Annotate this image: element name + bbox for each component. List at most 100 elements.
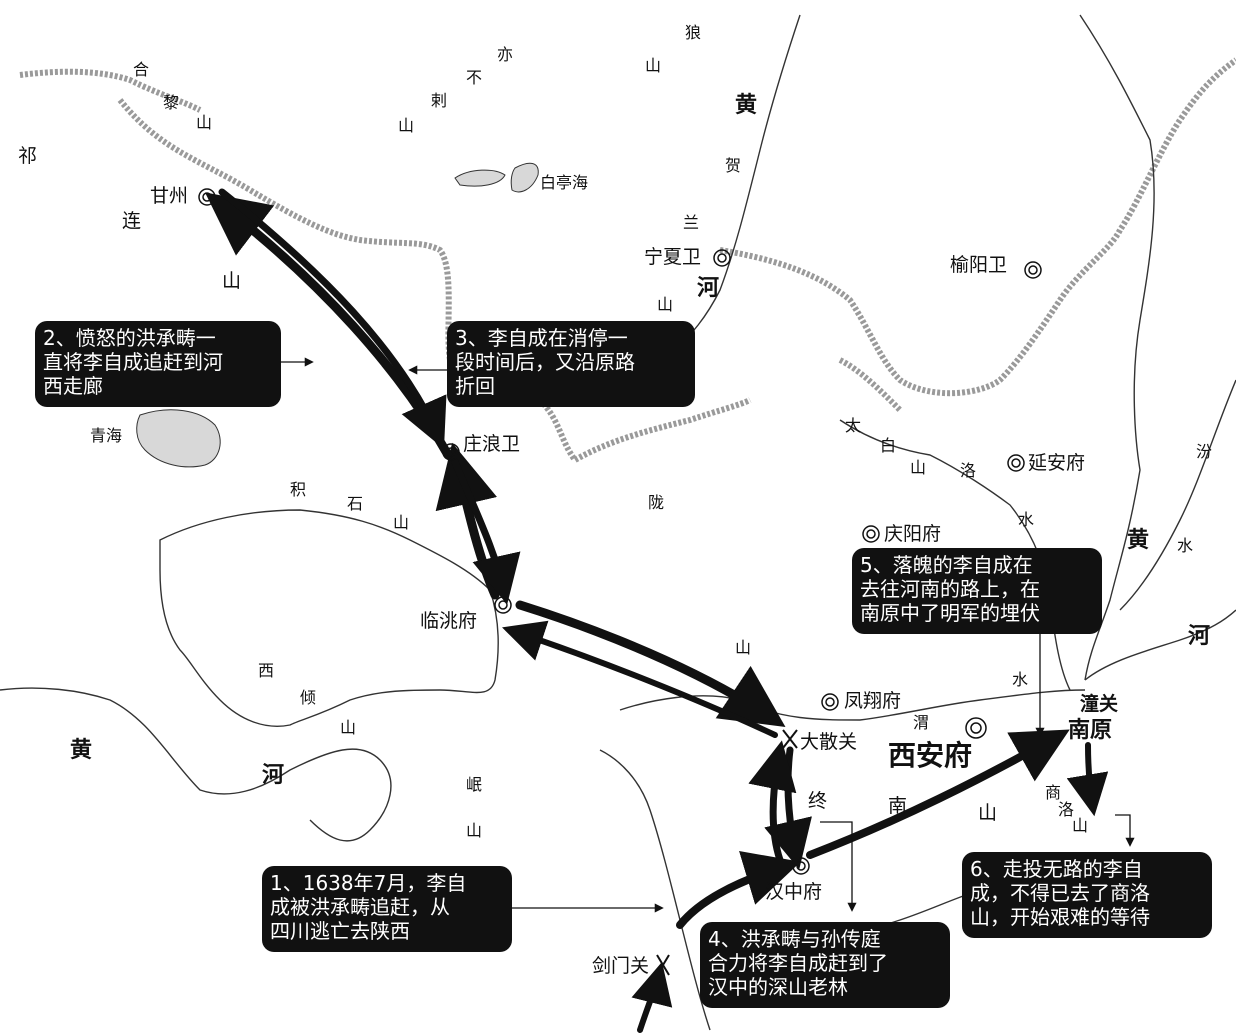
geo-label: 山: [466, 821, 483, 840]
great-wall: [19, 57, 1236, 464]
place-yuyangwei: 榆阳卫: [950, 254, 1008, 276]
note-line: 四川逃亡去陕西: [270, 919, 410, 943]
geo-label: 岷: [466, 775, 483, 794]
cross-pass-icon: [656, 954, 670, 976]
double-circle-icon: [713, 249, 731, 267]
note-3: 3、李自成在消停一 段时间后，又沿原路 折回: [447, 321, 695, 407]
lakes: [136, 162, 539, 468]
place-jianmenguan: 剑门关: [592, 955, 650, 977]
place-baitinghai: 白亭海: [540, 173, 589, 192]
place-qinghai: 青海: [90, 426, 123, 445]
geo-label: 倾: [300, 688, 317, 707]
rivers: [0, 14, 1236, 1031]
note-4: 4、洪承畴与孙传庭 合力将李自成赶到了 汉中的深山老林: [700, 922, 950, 1008]
note-line: 成被洪承畴追赶，从: [270, 895, 450, 919]
note-5: 5、落魄的李自成在 去往河南的路上，在 南原中了明军的埋伏: [852, 548, 1102, 634]
note-line: 折回: [455, 374, 495, 398]
geo-label: 山: [1072, 816, 1089, 835]
geo-label: 石: [347, 494, 364, 513]
double-circle-icon: [792, 857, 810, 875]
geo-label: 山: [340, 718, 357, 737]
place-dasanguan: 大散关: [800, 731, 858, 753]
geo-label: 洛: [960, 461, 977, 480]
note-line: 南原中了明军的埋伏: [860, 601, 1040, 625]
place-tongguan: 潼关: [1080, 693, 1119, 715]
note-line: 去往河南的路上，在: [860, 577, 1040, 601]
note-line: 西走廊: [43, 374, 103, 398]
note-line: 5、落魄的李自成在: [860, 553, 1033, 577]
note-line: 直将李自成追赶到河: [43, 350, 223, 374]
geo-label: 山: [735, 638, 752, 657]
note-line: 6、走投无路的李自: [970, 857, 1143, 881]
geo-label: 积: [290, 480, 307, 499]
double-circle-icon: [198, 188, 216, 206]
geo-label: 河: [1188, 624, 1211, 649]
geo-label: 黄: [70, 738, 93, 763]
note-1: 1、1638年7月，李自 成被洪承畴追赶，从 四川逃亡去陕西: [262, 866, 512, 952]
geo-label: 山: [978, 802, 998, 824]
geo-label: 汾: [1196, 442, 1213, 461]
geo-label: 白: [880, 436, 897, 455]
double-circle-icon: [1024, 261, 1042, 279]
place-zhuanglangwei: 庄浪卫: [463, 433, 521, 455]
note-line: 汉中的深山老林: [708, 975, 848, 999]
geo-label: 山: [196, 113, 213, 132]
geo-label: 山: [393, 513, 410, 532]
geo-label: 太: [845, 416, 862, 435]
double-circle-icon: [494, 596, 512, 614]
note-line: 段时间后，又沿原路: [455, 350, 635, 374]
geo-label: 河: [262, 763, 285, 788]
note-line: 山，开始艰难的等待: [970, 905, 1150, 929]
geo-label: 合: [133, 60, 150, 79]
geo-label: 终: [808, 790, 828, 812]
note-line: 1、1638年7月，李自: [270, 871, 467, 895]
geo-label: 山: [657, 295, 674, 314]
cross-pass-icon: [782, 729, 798, 749]
geo-label: 山: [222, 270, 242, 292]
leader-lines: [280, 357, 1135, 913]
place-lintaofu: 临洮府: [420, 610, 478, 632]
place-xianfu: 西安府: [888, 739, 973, 772]
geo-label: 水: [1018, 510, 1035, 529]
geo-label: 连: [122, 210, 142, 232]
note-line: 成，不得已去了商洛: [970, 881, 1150, 905]
geo-label: 不: [466, 68, 483, 87]
geo-label: 贺: [725, 156, 742, 175]
geo-label: 洛: [1058, 800, 1075, 819]
place-qingyangfu: 庆阳府: [884, 523, 942, 545]
geo-label: 水: [1177, 536, 1194, 555]
routes: [204, 188, 1109, 1033]
place-yananfu: 延安府: [1028, 452, 1086, 474]
note-2: 2、愤怒的洪承畴一 直将李自成追赶到河 西走廊: [35, 321, 281, 407]
double-circle-icon: [862, 525, 880, 543]
geo-label: 黄: [735, 93, 758, 118]
city-markers: [198, 188, 1042, 976]
geo-label: 山: [398, 116, 415, 135]
geo-label: 山: [910, 458, 927, 477]
place-fengxiangfu: 凤翔府: [844, 690, 902, 712]
note-line: 2、愤怒的洪承畴一: [43, 326, 216, 350]
geo-label: 山: [645, 56, 662, 75]
double-circle-icon: [442, 443, 460, 461]
place-ningxiawei: 宁夏卫: [644, 246, 702, 268]
note-6: 6、走投无路的李自 成，不得已去了商洛 山，开始艰难的等待: [962, 852, 1212, 938]
geo-label: 亦: [497, 45, 514, 64]
geo-label: 水: [1012, 670, 1029, 689]
place-hanzhongfu: 汉中府: [765, 881, 823, 903]
geo-label: 西: [258, 661, 275, 680]
geo-label: 南: [888, 795, 908, 817]
double-circle-icon: [821, 693, 839, 711]
geo-label: 黄: [1127, 528, 1150, 553]
geo-label: 狼: [685, 23, 702, 42]
note-line: 4、洪承畴与孙传庭: [708, 927, 881, 951]
note-line: 合力将李自成赶到了: [708, 951, 888, 975]
geo-label: 陇: [648, 493, 665, 512]
place-nanyuan: 南原: [1068, 718, 1113, 743]
note-line: 3、李自成在消停一: [455, 326, 628, 350]
geo-label: 黎: [163, 93, 180, 112]
geo-label: 兰: [683, 213, 700, 232]
geo-label: 渭: [913, 713, 930, 732]
geo-label: 商: [1045, 783, 1062, 802]
place-ganzhou: 甘州: [150, 185, 189, 207]
